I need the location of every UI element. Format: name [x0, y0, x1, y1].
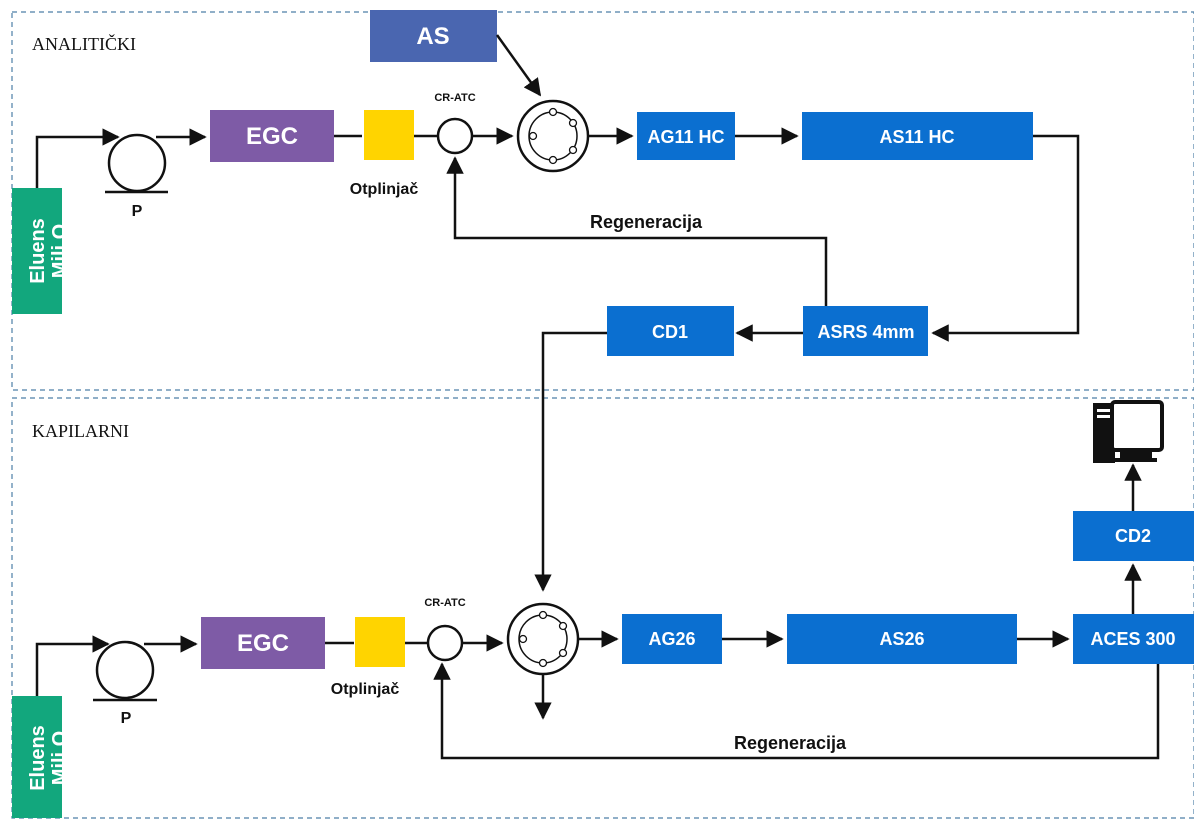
egc-box-top [210, 110, 334, 162]
detector-label-bottom: CD2 [1115, 526, 1151, 546]
guard-column-bottom [622, 614, 722, 664]
eluent-label-top-1: Eluens [27, 218, 49, 284]
suppressor-label-bottom: ACES 300 [1090, 629, 1175, 649]
detector-bottom [1073, 511, 1194, 561]
pump-icon-bottom [95, 640, 155, 700]
eluent-box-top [12, 188, 62, 314]
cratc-icon-bottom [426, 624, 464, 662]
cratc-icon-top [436, 117, 474, 155]
regen-label-top: Regeneracija [590, 212, 703, 232]
autosampler-label: AS [416, 23, 449, 50]
eluent-box-bottom [12, 696, 62, 818]
column-label-top: AS11 HC [879, 127, 954, 147]
section-title-capillary: KAPILARNI [32, 421, 129, 441]
guard-column-top [637, 112, 735, 160]
degasser-label-bottom: Otplinjač [331, 681, 400, 698]
analytical-column-bottom [787, 614, 1017, 664]
suppressor-top [803, 306, 928, 356]
eluent-label-bottom-2: Mili Q [49, 731, 71, 785]
pump-label-top: P [132, 203, 143, 220]
detector-label-top: CD1 [652, 322, 688, 342]
egc-label-bottom: EGC [237, 630, 289, 657]
analytic-section-frame [11, 11, 1194, 391]
detector-top [607, 306, 734, 356]
autosampler-box [370, 10, 497, 62]
column-label-bottom: AS26 [879, 629, 924, 649]
capillary-section-frame [11, 397, 1194, 819]
egc-box-bottom [201, 617, 325, 669]
cratc-label-top: CR-ATC [434, 92, 475, 104]
section-title-analytic: ANALITIČKI [32, 33, 136, 54]
degasser-box-top [364, 110, 414, 160]
cratc-label-bottom: CR-ATC [424, 597, 465, 609]
degasser-box-bottom [355, 617, 405, 667]
suppressor-label-top: ASRS 4mm [817, 322, 914, 342]
injection-valve-bottom [506, 602, 580, 676]
injection-valve-top [516, 99, 590, 173]
degasser-label-top: Otplinjač [350, 181, 419, 198]
egc-label-top: EGC [246, 123, 298, 150]
regen-label-bottom: Regeneracija [734, 733, 847, 753]
suppressor-bottom [1073, 614, 1194, 664]
pump-label-bottom: P [121, 710, 132, 727]
guard-label-bottom: AG26 [648, 629, 695, 649]
pump-icon-top [107, 133, 167, 193]
eluent-label-bottom-1: Eluens [27, 725, 49, 791]
computer-icon [1093, 400, 1164, 463]
eluent-label-top-2: Mili Q [49, 224, 71, 278]
guard-label-top: AG11 HC [647, 127, 724, 147]
analytical-column-top [802, 112, 1033, 160]
